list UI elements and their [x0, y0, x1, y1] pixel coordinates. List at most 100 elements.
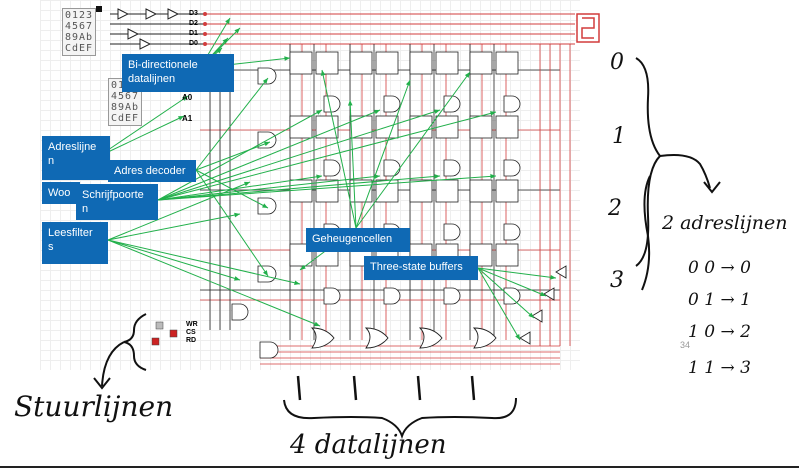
pin-a1: A1 [182, 114, 193, 123]
arrow-head [262, 270, 268, 276]
flip-flop [349, 51, 373, 75]
control-pin [155, 321, 164, 330]
label-bi-directional: Bi-directionele datalijnen [122, 54, 234, 92]
buffer-gate [117, 8, 130, 20]
arrow-head [225, 18, 230, 24]
arrow-head [216, 48, 222, 54]
arrow-head [490, 111, 496, 116]
hex-row-2: 89Ab [65, 32, 94, 43]
hex-row-3: CdEF [111, 113, 140, 124]
label-write-gates: Schrijfpoorte n [76, 184, 158, 220]
arrow-head [234, 212, 240, 218]
arrow-line [107, 239, 241, 281]
page-number: 34 [680, 340, 691, 350]
arrow-head [464, 72, 470, 78]
and-gate [323, 287, 341, 305]
arrow-line [157, 175, 497, 201]
hex-row-3: CdEF [65, 43, 94, 54]
hand-row-1: 1 [612, 124, 626, 149]
hand-truth-2: 1 0 → 2 [688, 322, 751, 342]
flip-flop [409, 51, 433, 75]
flip-flop [289, 51, 313, 75]
label-memory-cells: Geheugencellen [306, 228, 410, 252]
control-gate [231, 303, 249, 321]
and-gate [443, 95, 461, 113]
arrow-head [320, 70, 326, 76]
hex-row-1: 4567 [65, 21, 94, 32]
flip-flop [409, 115, 433, 139]
and-gate [383, 95, 401, 113]
data-pin [203, 32, 207, 36]
data-stroke [352, 375, 358, 401]
arrow-head [316, 174, 322, 180]
arrow-head [182, 96, 188, 102]
arrow-head [528, 312, 534, 318]
flip-flop [435, 115, 459, 139]
and-gate [443, 223, 461, 241]
hand-address-note: 2 adreslijnen [662, 212, 788, 234]
arrow-head [300, 264, 306, 270]
data-stroke [470, 375, 476, 401]
arrow-line [157, 111, 497, 201]
hand-row-3: 3 [610, 268, 624, 293]
label-word: Woo [42, 182, 80, 204]
arrow-line [107, 213, 241, 241]
and-gate [383, 287, 401, 305]
arrow-line [107, 95, 189, 151]
hand-truth-0: 0 0 → 0 [688, 258, 751, 278]
pin-d1: D1 [189, 30, 198, 37]
pin-d2: D2 [189, 20, 198, 27]
buffer-gate [139, 38, 152, 50]
arrow-head [540, 291, 546, 297]
arrow-head [178, 116, 184, 121]
arrow-head [314, 321, 320, 327]
arrow-head [234, 28, 240, 34]
and-gate [503, 223, 521, 241]
arrow-line [157, 175, 381, 201]
flip-flop [469, 51, 493, 75]
arrow-line [349, 99, 357, 229]
data-stroke [296, 375, 302, 401]
arrow-line [195, 141, 271, 171]
pin-d0: D0 [189, 40, 198, 47]
and-gate [323, 159, 341, 177]
buffer-gate [167, 8, 180, 20]
label-address-decoder: Adres decoder [108, 160, 196, 182]
arrow-line [107, 239, 301, 285]
arrow-head [434, 174, 440, 179]
three-state-buffer [519, 331, 531, 345]
flip-flop [495, 243, 519, 267]
handwritten-strokes [93, 57, 721, 440]
hand-control-note: Stuurlijnen [14, 390, 174, 423]
flip-flop [375, 51, 399, 75]
input-pin [96, 6, 102, 12]
arrow-line [355, 79, 411, 229]
arrow-head [434, 109, 440, 114]
arrow-line [477, 267, 557, 279]
and-gate [503, 287, 521, 305]
data-brace [283, 397, 517, 440]
and-gate [443, 159, 461, 177]
flip-flop [469, 179, 493, 203]
pin-cs: CS [186, 329, 196, 336]
arrow-line [195, 169, 269, 277]
control-pin [169, 329, 178, 338]
and-gate [503, 95, 521, 113]
arrow-head [234, 276, 240, 281]
label-read-filters: Leesfilter s [42, 222, 108, 264]
hand-truth-3: 1 1 → 3 [688, 358, 751, 378]
hex-row-1: 4567 [111, 91, 140, 102]
flip-flop [349, 115, 373, 139]
arrow-head [262, 78, 268, 84]
decoder-and-gate [257, 67, 277, 85]
annotation-arrows [107, 17, 557, 341]
memory-cells [289, 51, 519, 267]
arrow-line [157, 109, 381, 201]
data-pin [203, 42, 207, 46]
label-three-state: Three-state buffers [364, 256, 478, 280]
hand-data-note: 4 datalijnen [290, 430, 447, 460]
and-gate [383, 159, 401, 177]
hex-display-top: 0123 4567 89Ab CdEF [62, 8, 97, 56]
